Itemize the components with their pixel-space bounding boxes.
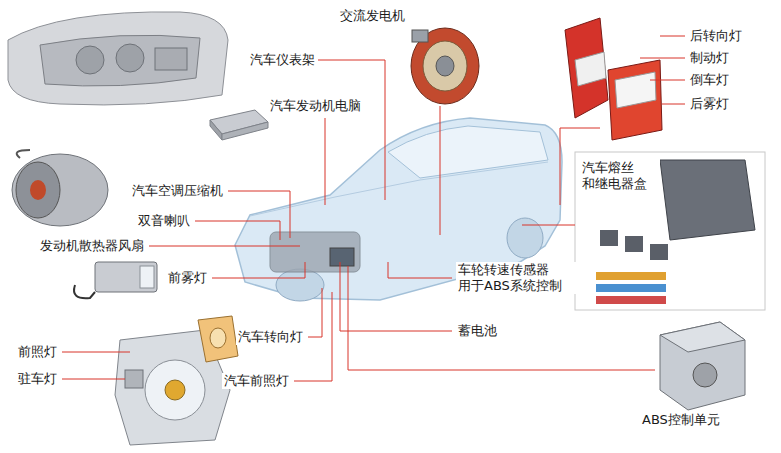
part-label: 汽车转向灯 bbox=[236, 329, 305, 345]
engine-computer-picture-part bbox=[210, 120, 222, 140]
alternator-picture bbox=[411, 28, 479, 104]
ac-compressor-picture bbox=[12, 150, 108, 226]
part-label: 汽车熔丝 和继电器盒 bbox=[580, 160, 660, 192]
car-body-part bbox=[388, 126, 548, 178]
fog-light-picture-part bbox=[74, 285, 95, 298]
dashboard-picture-part bbox=[155, 48, 187, 70]
alternator-picture-part bbox=[411, 28, 479, 104]
fuse-box-picture-part bbox=[596, 272, 666, 280]
part-label: 发动机散热器风扇 bbox=[38, 238, 146, 254]
dashboard-picture-part bbox=[116, 44, 144, 72]
fog-light-picture-part bbox=[95, 262, 157, 292]
turn-light-picture-part bbox=[198, 316, 238, 362]
alternator-picture-part bbox=[436, 56, 454, 76]
part-label: 驻车灯 bbox=[16, 371, 59, 387]
car-body-part bbox=[507, 218, 543, 258]
leader-lines-part bbox=[318, 60, 385, 200]
car-body-part bbox=[330, 248, 354, 266]
part-label: 制动灯 bbox=[688, 50, 731, 66]
leader-lines-part bbox=[522, 225, 575, 226]
part-label: 汽车空调压缩机 bbox=[130, 183, 225, 199]
fog-light-picture-part bbox=[140, 266, 154, 288]
part-label: 前照灯 bbox=[16, 344, 59, 360]
leader-lines-part bbox=[228, 191, 290, 238]
part-label: 双音喇叭 bbox=[136, 213, 192, 229]
dashboard-picture-part bbox=[76, 46, 104, 74]
turn-light-picture-part bbox=[210, 328, 226, 348]
fuse-box-picture-part bbox=[650, 244, 668, 260]
leader-lines-part bbox=[650, 80, 685, 81]
fuse-box-picture-part bbox=[600, 230, 618, 246]
leader-lines-part bbox=[662, 104, 685, 105]
part-label: 倒车灯 bbox=[688, 72, 731, 88]
engine-computer-picture bbox=[210, 110, 268, 140]
leader-lines-part bbox=[440, 106, 441, 235]
headlight-picture-part bbox=[165, 380, 185, 400]
abs-unit-picture-part bbox=[660, 322, 745, 352]
tail-light-picture-part bbox=[575, 52, 606, 86]
part-label: 后雾灯 bbox=[688, 96, 731, 112]
headlight-picture-part bbox=[145, 360, 205, 420]
tail-light-picture-part bbox=[565, 18, 608, 118]
abs-unit-picture-part bbox=[660, 322, 745, 410]
leader-lines-part bbox=[62, 352, 130, 353]
fuse-box-picture-part bbox=[625, 236, 643, 252]
leader-lines-part bbox=[325, 118, 326, 205]
leader-lines-part bbox=[62, 379, 125, 380]
abs-unit-picture bbox=[660, 322, 745, 410]
part-label: 汽车前照灯 bbox=[222, 373, 291, 389]
dashboard-picture bbox=[8, 12, 228, 105]
fuse-box-picture bbox=[575, 152, 765, 310]
alternator-picture-part bbox=[412, 30, 428, 42]
car-body-part bbox=[276, 269, 324, 301]
fog-light-picture bbox=[74, 262, 157, 298]
part-label: 车轮转速传感器 用于ABS系统控制 bbox=[456, 262, 590, 294]
part-label: 前雾灯 bbox=[166, 270, 209, 286]
headlight-picture-part bbox=[125, 370, 143, 388]
part-label: 后转向灯 bbox=[688, 28, 744, 44]
leader-lines bbox=[62, 36, 685, 381]
part-label: 汽车发动机电脑 bbox=[268, 98, 363, 114]
ac-compressor-picture-part bbox=[30, 180, 46, 200]
fuse-box-picture-part bbox=[575, 152, 765, 310]
leader-lines-part bbox=[149, 246, 300, 247]
engine-computer-picture-part bbox=[222, 122, 268, 140]
abs-unit-picture-part bbox=[693, 363, 717, 387]
leader-lines-part bbox=[640, 58, 685, 59]
tail-light-picture bbox=[565, 18, 662, 140]
ac-compressor-picture-part bbox=[16, 162, 60, 218]
part-label: 汽车仪表架 bbox=[248, 52, 317, 68]
leader-lines-part bbox=[660, 36, 685, 37]
ac-compressor-picture-part bbox=[17, 150, 30, 158]
leader-lines-part bbox=[340, 262, 452, 331]
part-label: 蓄电池 bbox=[456, 323, 499, 339]
tail-light-picture-part bbox=[608, 60, 662, 140]
tail-light-picture-part bbox=[615, 72, 656, 108]
dashboard-picture-part bbox=[8, 12, 228, 105]
part-label: 交流发电机 bbox=[338, 8, 407, 24]
fuse-box-picture-part bbox=[596, 284, 666, 292]
turn-light-picture bbox=[198, 316, 238, 362]
leader-lines-part bbox=[212, 262, 305, 278]
leader-lines-part bbox=[388, 262, 452, 278]
leader-lines-part bbox=[195, 221, 280, 240]
car-body-part bbox=[250, 162, 548, 216]
ac-compressor-picture-part bbox=[12, 154, 108, 226]
part-label: ABS控制单元 bbox=[640, 412, 722, 428]
fuse-box-picture-part bbox=[660, 160, 755, 240]
alternator-picture-part bbox=[423, 41, 467, 91]
fuse-box-picture-part bbox=[596, 296, 666, 304]
dashboard-picture-part bbox=[40, 35, 200, 86]
car-body-part bbox=[270, 232, 360, 272]
leader-lines-part bbox=[308, 288, 322, 337]
